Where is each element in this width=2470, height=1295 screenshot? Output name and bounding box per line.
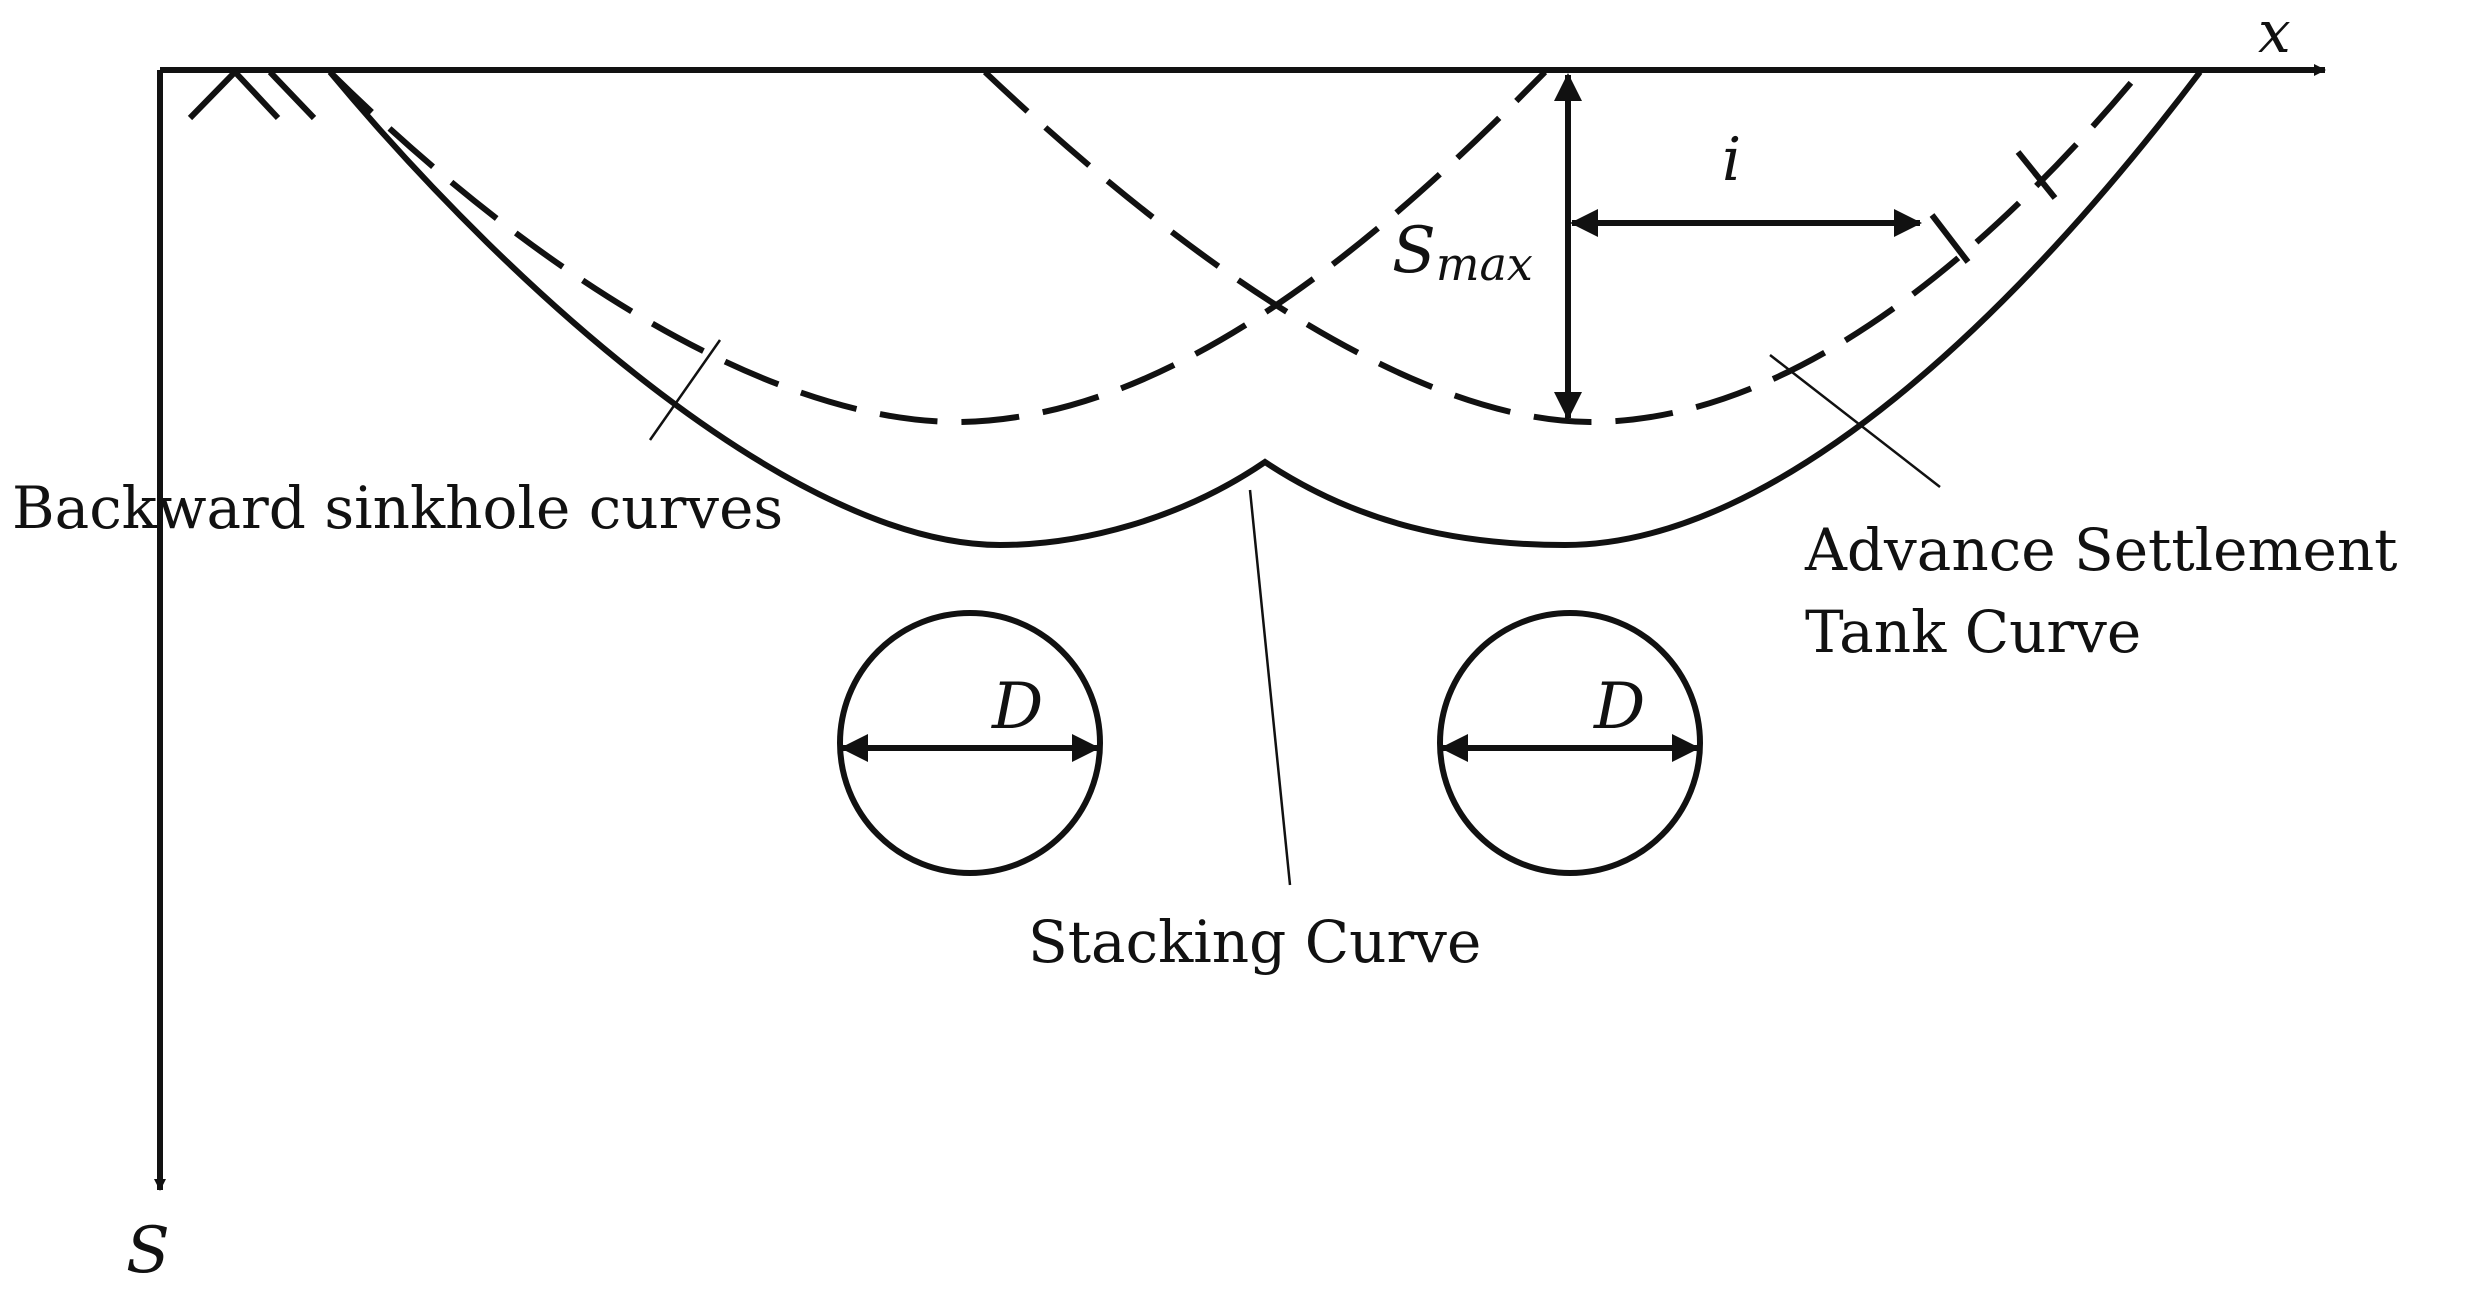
left-tunnel-circle [837, 610, 1103, 876]
leader-backward [648, 339, 722, 441]
advance-settlement-curve [982, 69, 2143, 426]
s-axis-label: S [126, 1214, 170, 1288]
backward-sinkhole-label: Backward sinkhole curves [12, 474, 783, 542]
stacking-curve [327, 70, 2203, 549]
origin-slash-marks [187, 69, 317, 121]
curve-tick-marks [1929, 150, 2058, 264]
leader-advance [1769, 354, 1941, 488]
right-tunnel-circle [1437, 610, 1703, 876]
x-axis-label: x [2258, 0, 2291, 66]
smax-main: S [1392, 214, 1436, 288]
advance-settlement-label-line2: Tank Curve [1805, 598, 2141, 666]
advance-settlement-label-line1: Advance Settlement [1804, 516, 2398, 584]
backward-sinkhole-curve [327, 69, 1548, 426]
smax-subscript: max [1436, 237, 1533, 291]
leader-stacking [1248, 489, 1292, 886]
smax-label: Smax [1392, 214, 1533, 291]
leader-lines [648, 339, 1941, 886]
i-label: i [1722, 125, 1741, 195]
left-diameter-label: D [991, 670, 1043, 744]
stacking-curve-label: Stacking Curve [1028, 908, 1481, 976]
right-diameter-label: D [1593, 670, 1645, 744]
